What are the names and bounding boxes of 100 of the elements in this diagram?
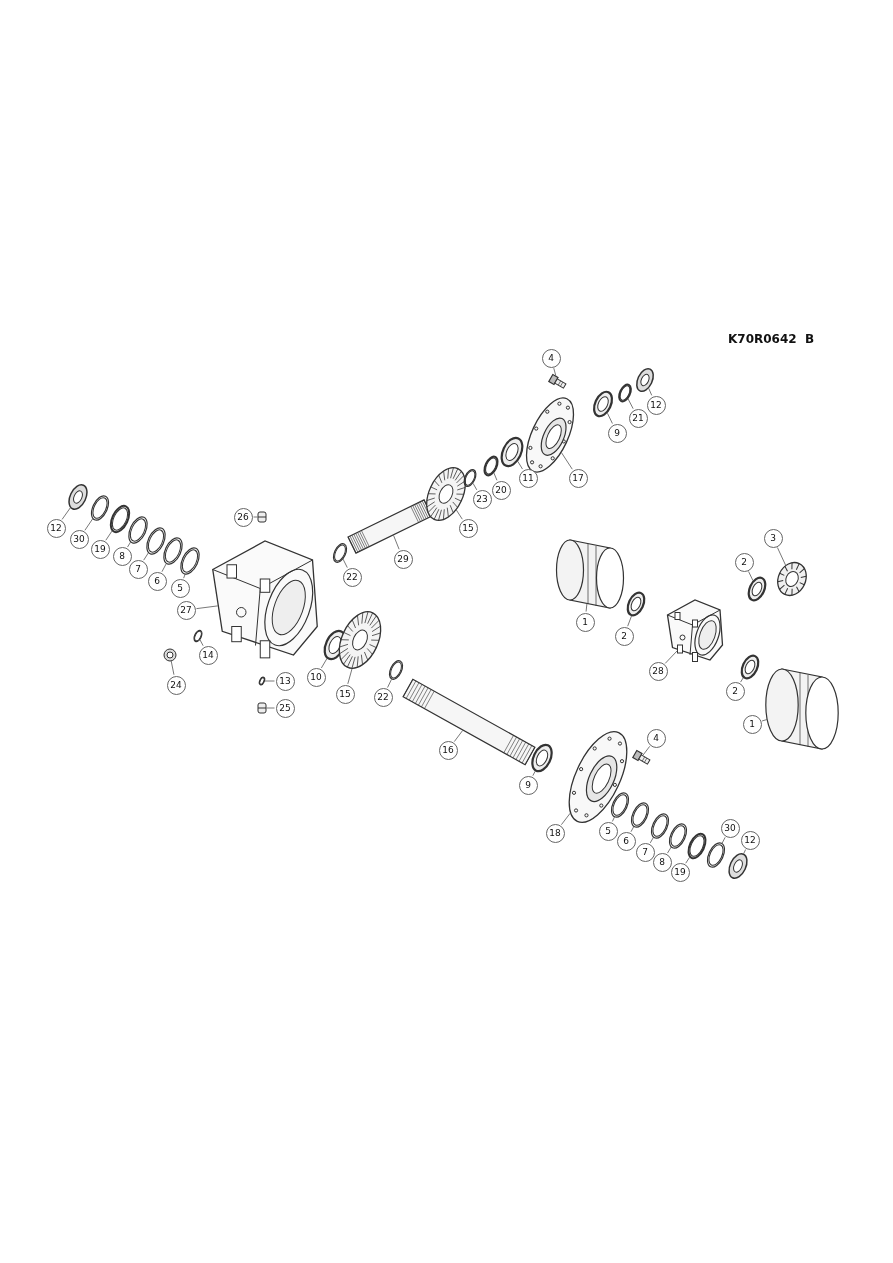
callout-number: 29	[393, 549, 413, 569]
callout-number: 2	[734, 552, 754, 572]
leader-line	[320, 658, 328, 669]
callout-number: 16	[438, 740, 458, 760]
callout-number: 15	[458, 518, 478, 538]
leader-line	[143, 552, 149, 561]
callout-number: 30	[720, 818, 740, 838]
callout-number: 10	[306, 667, 326, 687]
leader-line	[347, 668, 353, 685]
nut-drawing	[163, 648, 177, 662]
leader-line	[532, 770, 536, 777]
callout-number: 25	[275, 698, 295, 718]
circlip-drawing	[706, 842, 726, 868]
bearing-flange-drawing	[568, 731, 628, 823]
callout-number: 14	[198, 645, 218, 665]
shim-ring-drawing	[163, 537, 183, 565]
drawing-number: K70R0642	[728, 332, 797, 346]
leader-line	[264, 680, 275, 682]
o-ring-drawing	[193, 629, 203, 643]
leader-line	[196, 605, 219, 610]
leader-line	[517, 461, 523, 470]
callout-number: 19	[670, 862, 690, 882]
callout-number: 13	[275, 671, 295, 691]
shim-ring-drawing	[630, 802, 650, 828]
gearbox-housing-drawing	[212, 540, 318, 659]
plug-drawing	[257, 511, 267, 523]
leader-line	[455, 509, 463, 520]
callout-number: 7	[635, 842, 655, 862]
leader-line	[105, 530, 113, 541]
callout-number: 1	[742, 714, 762, 734]
washer-drawing	[258, 676, 266, 686]
circlip-drawing	[463, 468, 477, 488]
callout-number: 28	[648, 661, 668, 681]
callout-number: 18	[545, 823, 565, 843]
callout-number: 27	[176, 600, 196, 620]
leader-line	[560, 452, 573, 470]
callout-number: 21	[628, 408, 648, 428]
bearing-flange-drawing	[525, 397, 575, 473]
callout-number: 1	[575, 612, 595, 632]
leader-line	[183, 574, 186, 579]
shim-ring-drawing	[109, 504, 131, 534]
bearing-drawing	[747, 576, 767, 602]
leader-line	[612, 816, 615, 822]
callout-number: 6	[147, 571, 167, 591]
leader-line	[342, 558, 348, 568]
leader-line	[607, 412, 613, 424]
shim-ring-drawing	[650, 813, 670, 839]
circlip-drawing	[332, 543, 348, 563]
leader-line	[685, 856, 690, 864]
protective-cover-drawing	[765, 668, 839, 750]
callout-number: 24	[166, 675, 186, 695]
leader-line	[553, 367, 557, 377]
callout-number: 2	[614, 626, 634, 646]
leader-line	[561, 812, 571, 826]
splined-shaft-drawing	[347, 499, 433, 554]
callout-number: 8	[112, 546, 132, 566]
leader-line	[642, 745, 651, 756]
callout-number: 9	[518, 775, 538, 795]
leader-line	[627, 398, 634, 410]
bearing-drawing	[626, 591, 646, 617]
bevel-gear-drawing	[426, 467, 466, 521]
leader-line	[84, 518, 94, 531]
leader-line	[199, 639, 204, 647]
callout-number: 4	[646, 728, 666, 748]
shim-ring-drawing	[668, 823, 688, 849]
callout-number: 2	[725, 681, 745, 701]
callout-number: 5	[170, 578, 190, 598]
leader-line	[630, 826, 634, 833]
oil-seal-drawing	[636, 367, 654, 393]
callout-number: 17	[568, 468, 588, 488]
bearing-drawing	[740, 654, 760, 680]
toothed-coupling-drawing	[777, 561, 807, 597]
leader-line	[649, 836, 654, 844]
callout-number: 4	[541, 348, 561, 368]
leader-line	[664, 650, 678, 664]
shim-ring-drawing	[180, 547, 200, 575]
circlip-drawing	[90, 495, 110, 521]
shim-ring-drawing	[146, 527, 166, 555]
leader-line	[585, 603, 588, 612]
leader-line	[740, 677, 744, 683]
callout-number: 19	[90, 539, 110, 559]
callout-number: 30	[69, 529, 89, 549]
leader-line	[61, 507, 71, 520]
oil-seal-drawing	[728, 853, 748, 879]
leader-line	[393, 534, 400, 550]
leader-line	[161, 563, 167, 573]
splined-shaft-drawing	[402, 678, 536, 766]
oil-seal-drawing	[68, 484, 88, 510]
callout-number: 12	[740, 830, 760, 850]
protective-cover-drawing	[555, 539, 625, 609]
plug-drawing	[257, 702, 267, 714]
callout-number: 7	[128, 559, 148, 579]
leader-line	[253, 516, 258, 518]
leader-line	[761, 719, 768, 722]
shim-ring-drawing	[687, 832, 707, 860]
bolt-drawing	[632, 749, 651, 765]
callout-number: 22	[342, 567, 362, 587]
leader-line	[648, 387, 653, 396]
gearbox-housing-drawing	[666, 599, 724, 662]
callout-number: 5	[598, 821, 618, 841]
